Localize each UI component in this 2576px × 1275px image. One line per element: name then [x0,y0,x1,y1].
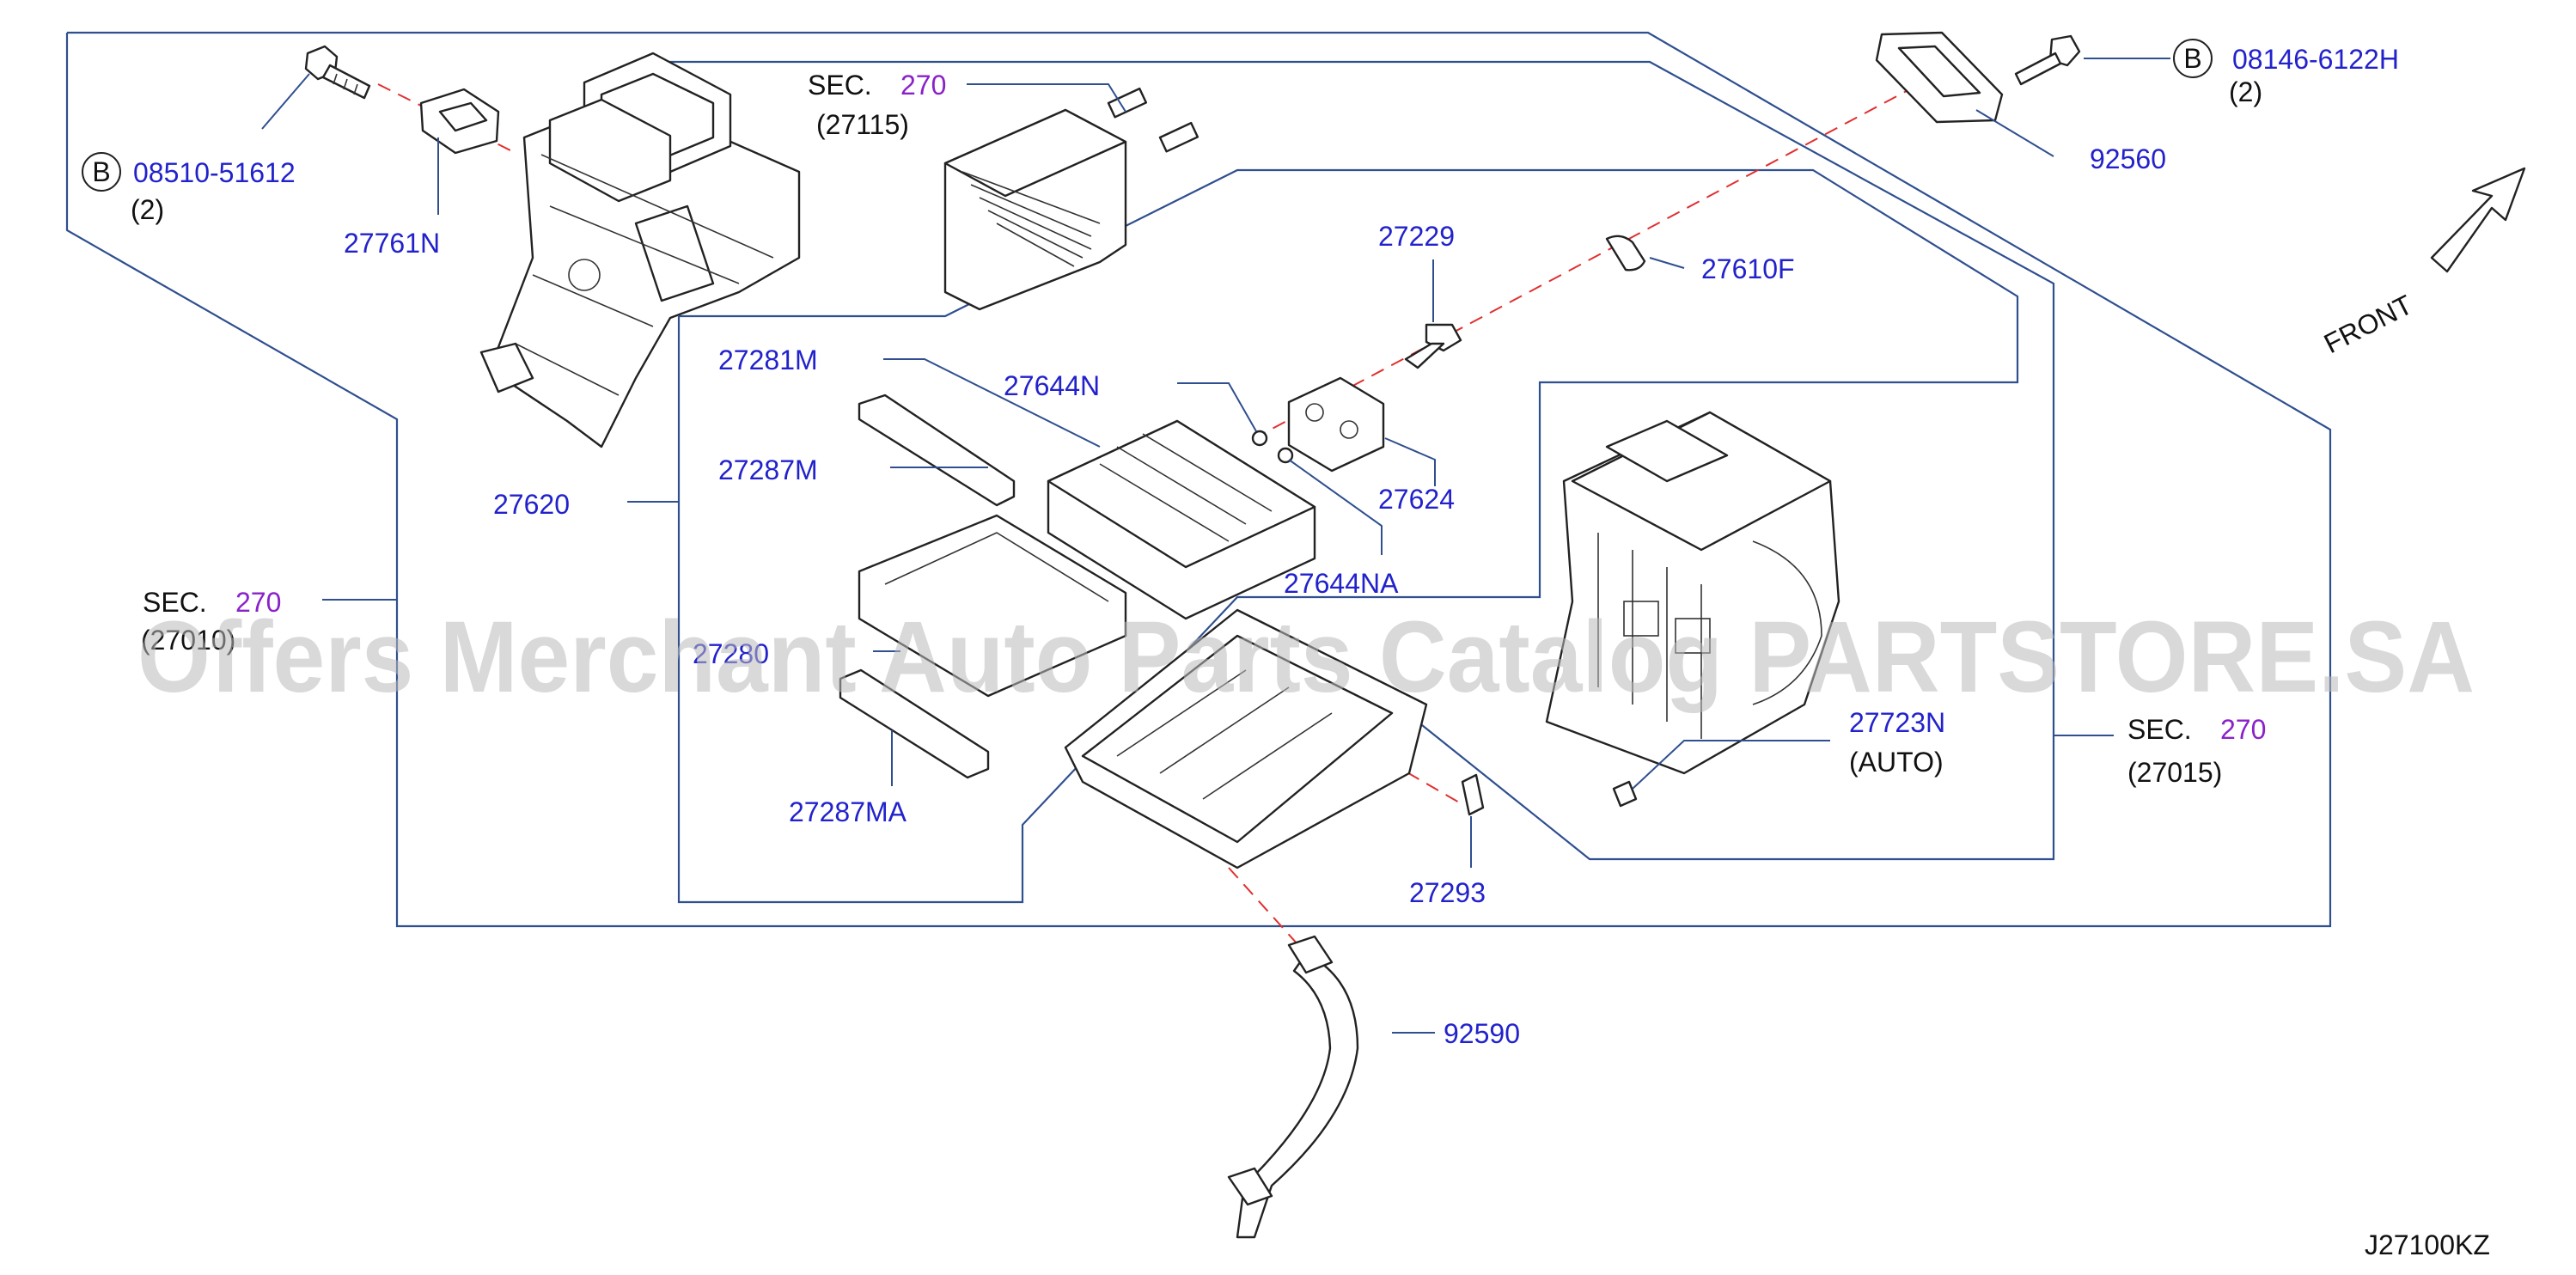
label-27229[interactable]: 27229 [1378,221,1455,252]
label-27723n-note: (AUTO) [1849,747,1944,778]
leader-lines [261,58,2170,1034]
sec-left-label: SEC. [143,587,207,618]
foam-strip-27287ma-icon [839,668,990,779]
label-08146-6122h[interactable]: 08146-6122H [2232,44,2399,75]
label-27287m[interactable]: 27287M [718,454,818,485]
bolt-27229-icon [1404,323,1462,369]
watermark-text: Offers Merchant Auto Parts Catalog PARTS… [137,601,2475,714]
front-label: FRONT [2319,289,2418,359]
label-08146-6122h-qty: (2) [2229,76,2262,107]
o-ring-27644na-icon [1277,447,1294,464]
label-92560[interactable]: 92560 [2090,143,2166,174]
circle-b-right [2173,39,2213,78]
drain-hose-92590-icon [1227,935,1359,1239]
label-27287ma[interactable]: 27287MA [789,796,907,827]
label-27624[interactable]: 27624 [1378,484,1455,515]
circle-b-right-letter: B [2183,43,2201,74]
main-unit-case-icon [1545,411,1840,775]
sensor-27723n-icon [1612,780,1638,808]
sec-top-label: SEC. [808,70,872,101]
circle-b-left-letter: B [92,156,110,187]
label-27723n[interactable]: 27723N [1849,707,1945,738]
gasket-27610f-icon [1605,235,1646,271]
seal-92560-icon [1875,31,2004,124]
clip-27293-icon [1461,773,1485,816]
expansion-valve-27624-icon [1287,376,1385,473]
label-27293[interactable]: 27293 [1409,877,1486,908]
heater-core-icon [943,87,1199,311]
label-08510-51612-qty: (2) [131,194,164,225]
label-27281m[interactable]: 27281M [718,345,818,375]
axis-drain [1228,867,1307,955]
sec-right-label: SEC. [2127,714,2192,745]
sec-left-number[interactable]: 270 [235,587,281,618]
label-27761n[interactable]: 27761N [344,228,440,259]
circle-b-left [82,152,121,192]
sec-right-number[interactable]: 270 [2220,714,2266,745]
sec-top-ref: (27115) [816,109,909,140]
label-27610f[interactable]: 27610F [1701,253,1795,284]
label-27644n[interactable]: 27644N [1004,370,1100,401]
front-arrow-icon [2430,167,2526,273]
evaporator-core-27644n-icon [1047,419,1316,620]
bolt-right-icon [2014,34,2081,86]
label-27620[interactable]: 27620 [493,489,570,520]
label-08510-51612[interactable]: 08510-51612 [133,157,296,188]
heater-unit-casing-icon [479,52,801,448]
axis-main-diagonal [1254,85,1917,439]
evaporator-tray-27280-icon [858,514,1127,698]
sec-top-number[interactable]: 270 [900,70,946,101]
sec-left-ref: (27010) [141,625,235,656]
diagram-code: J27100KZ [2365,1229,2490,1260]
label-92590[interactable]: 92590 [1444,1018,1520,1049]
outer-assembly-frame [65,31,2332,928]
evaporator-frame [677,168,2019,904]
clip-27761n-icon [419,88,500,155]
heater-core-frame [653,60,2055,861]
lower-evaporator-housing-icon [1064,608,1428,869]
label-27644na[interactable]: 27644NA [1284,568,1399,599]
label-27280[interactable]: 27280 [693,638,769,669]
foam-strip-27281m-icon [858,393,1016,507]
bolt-left-icon [304,45,371,100]
o-ring-27644n-icon [1251,430,1268,447]
sec-right-ref: (27015) [2127,757,2222,788]
